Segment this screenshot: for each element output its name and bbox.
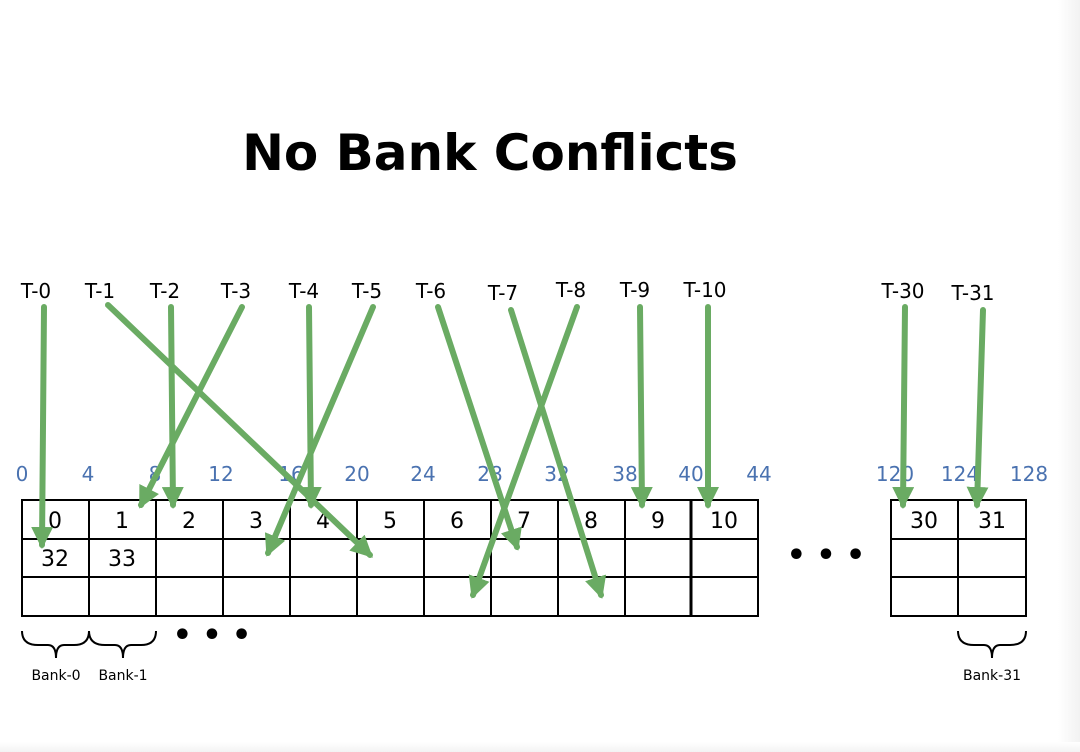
arrow-t1 — [105, 302, 373, 558]
bank-0-brace — [21, 630, 90, 659]
bank-label-31: Bank-31 — [963, 668, 1021, 684]
arrow-t3 — [138, 304, 245, 509]
bank-cell: 6 — [450, 509, 464, 534]
access-arrows — [31, 302, 989, 599]
bank-cell: 0 — [48, 509, 62, 534]
thread-label-t0: T-0 — [20, 279, 51, 303]
bank-cell: 31 — [978, 509, 1006, 534]
address-label: 20 — [344, 462, 369, 486]
address-label: 120 — [876, 462, 914, 486]
address-label: 40 — [678, 462, 703, 486]
bank-grid-right — [890, 499, 1027, 617]
bank-cell: 30 — [910, 509, 938, 534]
arrow-t5 — [264, 304, 376, 557]
bank-cell: 3 — [249, 509, 263, 534]
thread-label-t4: T-4 — [288, 279, 319, 303]
thread-labels: T-0 T-1 T-2 T-3 T-4 T-5 T-6 T-7 T-8 T-9 … — [20, 278, 995, 305]
bank-label-ellipsis: • • • — [173, 618, 251, 653]
bank-label-1: Bank-1 — [98, 668, 147, 684]
thread-label-t10: T-10 — [682, 278, 726, 302]
thread-label-t8: T-8 — [555, 278, 586, 302]
address-label: 0 — [16, 462, 29, 486]
bank-grid-left — [21, 499, 759, 617]
bank-cell: 2 — [182, 509, 196, 534]
thread-label-t5: T-5 — [351, 279, 382, 303]
bank-braces — [21, 630, 1027, 659]
thread-label-t2: T-2 — [149, 279, 180, 303]
arrow-t8 — [468, 304, 580, 599]
slide-title: No Bank Conflicts — [242, 124, 738, 182]
thread-label-t31: T-31 — [950, 281, 994, 305]
bank-cell: 32 — [41, 547, 69, 572]
thread-label-t3: T-3 — [220, 279, 251, 303]
bank-cell: 7 — [517, 509, 531, 534]
bank-31-brace — [957, 630, 1027, 659]
arrow-t2 — [161, 304, 184, 509]
thread-label-t6: T-6 — [415, 279, 446, 303]
bank-cell: 8 — [584, 509, 598, 534]
arrow-t4 — [299, 304, 322, 509]
address-label: 124 — [941, 462, 979, 486]
arrow-t31 — [966, 307, 989, 509]
bank-cell: 5 — [383, 509, 397, 534]
arrow-t0 — [31, 304, 54, 549]
thread-label-t1: T-1 — [84, 279, 115, 303]
arrow-t7 — [508, 307, 607, 599]
arrow-t30 — [892, 304, 915, 509]
arrow-t9 — [630, 304, 653, 509]
bank-1-brace — [88, 630, 157, 659]
address-label: 38 — [612, 462, 637, 486]
address-label: 128 — [1010, 462, 1048, 486]
bank-label-0: Bank-0 — [31, 668, 80, 684]
bank-cell: 1 — [115, 509, 129, 534]
bank-cell: 33 — [108, 547, 136, 572]
bank-cell: 10 — [710, 509, 738, 534]
thread-label-t30: T-30 — [880, 279, 924, 303]
thread-label-t7: T-7 — [487, 281, 518, 305]
address-label: 4 — [82, 462, 95, 486]
thread-label-t9: T-9 — [619, 278, 650, 302]
slide-edge-shadow — [1058, 0, 1080, 752]
address-label: 44 — [746, 462, 771, 486]
address-label: 12 — [208, 462, 233, 486]
address-label: 24 — [410, 462, 435, 486]
slide-bottom-shadow — [0, 742, 1080, 752]
grid-ellipsis: • • • — [787, 538, 865, 573]
bank-cell: 9 — [651, 509, 665, 534]
